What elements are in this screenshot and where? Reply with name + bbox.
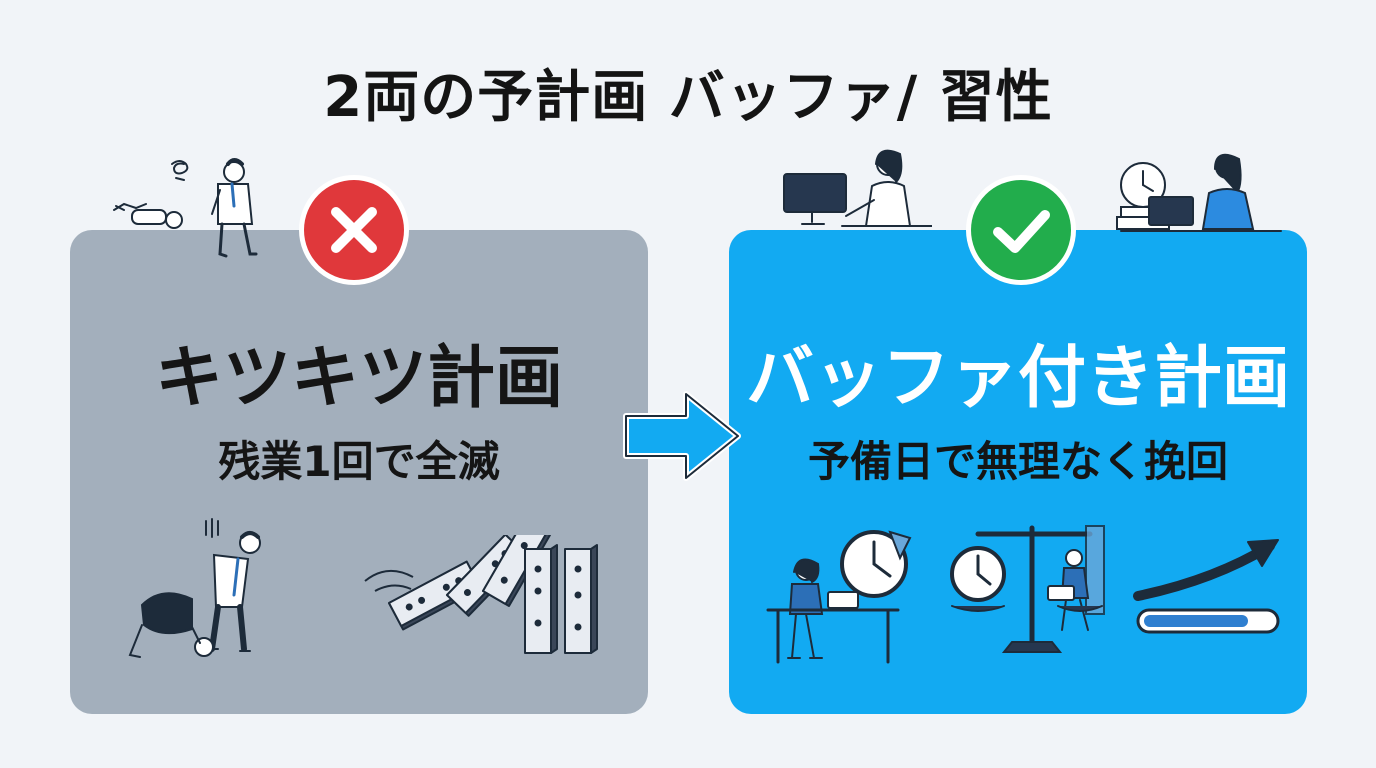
tight-plan-title: キツキツ計画 — [154, 339, 563, 418]
buffer-plan-title: バッファ付き計画 — [745, 339, 1290, 418]
cross-mark-icon — [304, 180, 404, 280]
person-at-computer-illustration — [783, 149, 932, 227]
arrow-right-icon — [623, 391, 741, 481]
exhausted-workers-illustration — [113, 158, 258, 258]
progress-growth-illustration — [1133, 539, 1280, 634]
apologizing-workers-illustration — [128, 518, 261, 658]
page-title: 2両の予計画 バッファ/ 習性 — [323, 65, 1053, 130]
falling-dominoes-illustration — [364, 535, 598, 654]
check-mark-icon — [971, 180, 1071, 280]
relaxed-desk-worker-with-clock-illustration — [766, 530, 912, 664]
balance-scale-illustration — [950, 525, 1105, 653]
person-with-laptop-and-clock-illustration — [1116, 153, 1282, 232]
buffer-plan-subtitle: 予備日で無理なく挽回 — [807, 437, 1228, 486]
tight-plan-subtitle: 残業1回で全滅 — [218, 437, 500, 486]
